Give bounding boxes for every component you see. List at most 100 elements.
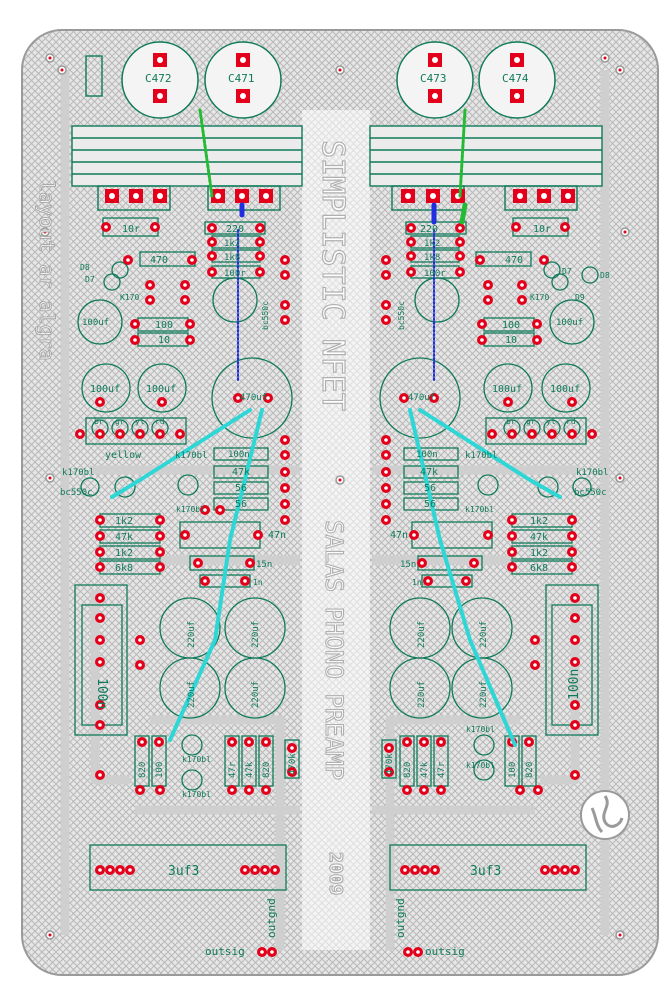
board-year: 2009 — [325, 852, 346, 895]
right-led-yl: yl — [546, 417, 556, 426]
right-r-100r: 100r — [424, 269, 446, 279]
left-led-gr: gr — [115, 417, 125, 426]
right-cap-220uf-d: 220uf — [479, 681, 489, 708]
left-stack-47k: 47k — [115, 532, 133, 543]
right-cap-100n-big: 100n — [567, 669, 582, 700]
left-k170: K170 — [120, 293, 139, 302]
left-cap-220uf-a: 220uf — [187, 621, 197, 648]
left-cap-3uf3: 3uf3 — [168, 864, 199, 879]
left-led-br: br — [94, 417, 104, 426]
right-k170bl-mid: k170bl — [465, 505, 494, 514]
right-r-47r: 47r — [437, 761, 447, 778]
right-d7: D7 — [562, 267, 572, 276]
left-r-470k: 470k — [288, 753, 298, 775]
right-cap-100uf-b: 100uf — [550, 384, 580, 395]
right-cap-220uf-a: 220uf — [417, 621, 427, 648]
left-cap-47n: 47n — [268, 530, 286, 541]
heatsink-left — [71, 125, 303, 187]
right-cap-47n: 47n — [390, 530, 408, 541]
right-cap-15n: 15n — [400, 560, 416, 570]
left-stack-1k2-b: 1k2 — [115, 548, 133, 559]
right-cap-220uf-b: 220uf — [479, 621, 489, 648]
right-r-100n: 100n — [416, 450, 438, 460]
left-r-100n: 100n — [228, 450, 250, 460]
left-r-56-a: 56 — [235, 483, 247, 494]
left-stack-6k8: 6k8 — [115, 563, 133, 574]
left-bc550c-mid: bc550c — [261, 301, 270, 330]
left-r-470: 470 — [150, 255, 168, 266]
left-cap-220uf-d: 220uf — [251, 681, 261, 708]
right-d8: D8 — [600, 271, 610, 280]
left-r-1k2: 1k2 — [224, 239, 240, 249]
right-k170bl-top: k170bl — [465, 451, 498, 461]
left-k170bl-mid: k170bl — [176, 505, 205, 514]
right-cap-1n: 1n — [412, 578, 422, 587]
left-cap-15n: 15n — [256, 560, 272, 570]
right-led-rd: rd — [566, 417, 576, 426]
right-k170bl-right: k170bl — [576, 468, 609, 478]
left-r-100-bot: 100 — [155, 762, 165, 778]
right-cap-220uf-c: 220uf — [417, 681, 427, 708]
cap-c474-label: C474 — [502, 72, 529, 85]
right-k170bl-bot-a: k170bl — [466, 725, 495, 734]
right-bc550c: bc550c — [574, 488, 607, 498]
right-r-820-bot: 820 — [403, 762, 413, 778]
cap-c473-label: C473 — [420, 72, 447, 85]
left-outgnd: outgnd — [265, 898, 278, 938]
right-stack-1k2-a: 1k2 — [530, 516, 548, 527]
left-r-820: 820 — [138, 762, 148, 778]
left-r-47k-bot: 47k — [245, 761, 255, 778]
left-cap-100uf-side: 100uf — [82, 318, 109, 328]
right-led-br: br — [506, 417, 516, 426]
left-bc550c: bc550c — [60, 488, 93, 498]
right-stack-47k: 47k — [530, 532, 548, 543]
left-cap-220uf-c: 220uf — [187, 681, 197, 708]
left-stack-1k2-a: 1k2 — [115, 516, 133, 527]
left-r-47r: 47r — [228, 761, 238, 778]
designer-logo-icon — [580, 790, 630, 840]
left-r-820-bot: 820 — [262, 762, 272, 778]
right-d9: D9 — [575, 293, 585, 302]
left-cap-100uf-a: 100uf — [90, 384, 120, 395]
right-led-gr: gr — [526, 417, 536, 426]
left-k170bl-bot-a: k170bl — [182, 755, 211, 764]
right-r-470k: 470k — [385, 753, 395, 775]
left-cap-100n-big: 100n — [94, 678, 109, 709]
left-outsig: outsig — [205, 945, 245, 958]
left-led-rd: rd — [155, 417, 165, 426]
right-cap-470uf: 470uf — [408, 393, 435, 403]
right-r-47k: 47k — [420, 467, 438, 478]
left-r-100r: 100r — [224, 269, 246, 279]
right-cap-3uf3: 3uf3 — [470, 864, 501, 879]
left-r-56-b: 56 — [235, 499, 247, 510]
cap-c471-label: C471 — [228, 72, 255, 85]
right-stack-1k2-b: 1k2 — [530, 548, 548, 559]
left-d8: D8 — [80, 263, 90, 272]
left-r-10: 10 — [158, 335, 170, 346]
left-r-10r: 10r — [122, 224, 140, 235]
right-r-10r: 10r — [533, 224, 551, 235]
left-cap-100uf-b: 100uf — [146, 384, 176, 395]
right-r-56-b: 56 — [424, 499, 436, 510]
cap-c472-label: C472 — [145, 72, 172, 85]
right-r-820: 820 — [525, 762, 535, 778]
right-r-220: 220 — [420, 224, 438, 235]
right-k170: K170 — [530, 293, 549, 302]
left-cap-220uf-b: 220uf — [251, 621, 261, 648]
fuse-holder — [85, 55, 103, 97]
left-led-yellow: yellow — [105, 450, 142, 461]
left-r-220: 220 — [226, 224, 244, 235]
left-r-1k8: 1k8 — [224, 253, 240, 263]
right-bc550c-mid: bc550c — [397, 301, 406, 330]
left-k170bl-top: k170bl — [175, 451, 208, 461]
right-stack-6k8: 6k8 — [530, 563, 548, 574]
left-r-100: 100 — [155, 320, 173, 331]
right-r-470: 470 — [505, 255, 523, 266]
right-r-100: 100 — [502, 320, 520, 331]
center-channel — [302, 110, 370, 950]
right-r-100-bot: 100 — [508, 762, 518, 778]
jumper-wires — [110, 108, 562, 747]
right-r-1k8: 1k8 — [424, 253, 440, 263]
left-d7: D7 — [85, 275, 95, 284]
